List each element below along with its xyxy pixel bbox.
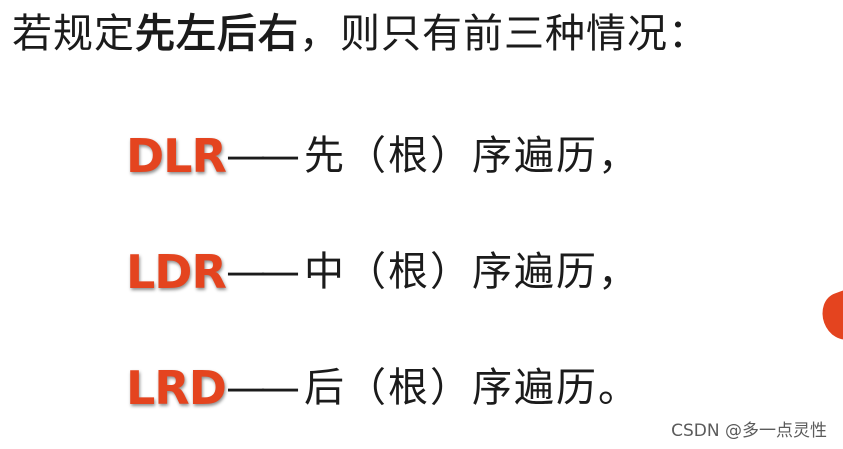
rule-row-ldr: LDR —— 中（根）序遍历，: [126, 244, 640, 300]
heading-bold-phrase: 先左后右: [135, 11, 299, 57]
rule-row-lrd: LRD —— 后（根）序遍历。: [126, 360, 640, 416]
rule-code: LDR: [126, 245, 227, 299]
rule-code: LRD: [126, 361, 227, 415]
rule-code: DLR: [126, 129, 227, 183]
rule-description: 后（根）序遍历。: [304, 365, 640, 411]
rule-row-dlr: DLR —— 先（根）序遍历，: [126, 128, 640, 184]
heading: 若规定先左后右，则只有前三种情况：: [12, 14, 709, 54]
heading-prefix: 若规定: [12, 11, 135, 57]
watermark: CSDN @多一点灵性: [671, 421, 827, 441]
decorative-shape: [815, 286, 843, 346]
rule-dash: ——: [226, 365, 300, 411]
rule-dash: ——: [226, 133, 300, 179]
heading-suffix: ，则只有前三种情况：: [299, 11, 709, 57]
rule-description: 先（根）序遍历，: [304, 133, 640, 179]
rule-description: 中（根）序遍历，: [304, 249, 640, 295]
rule-dash: ——: [226, 249, 300, 295]
